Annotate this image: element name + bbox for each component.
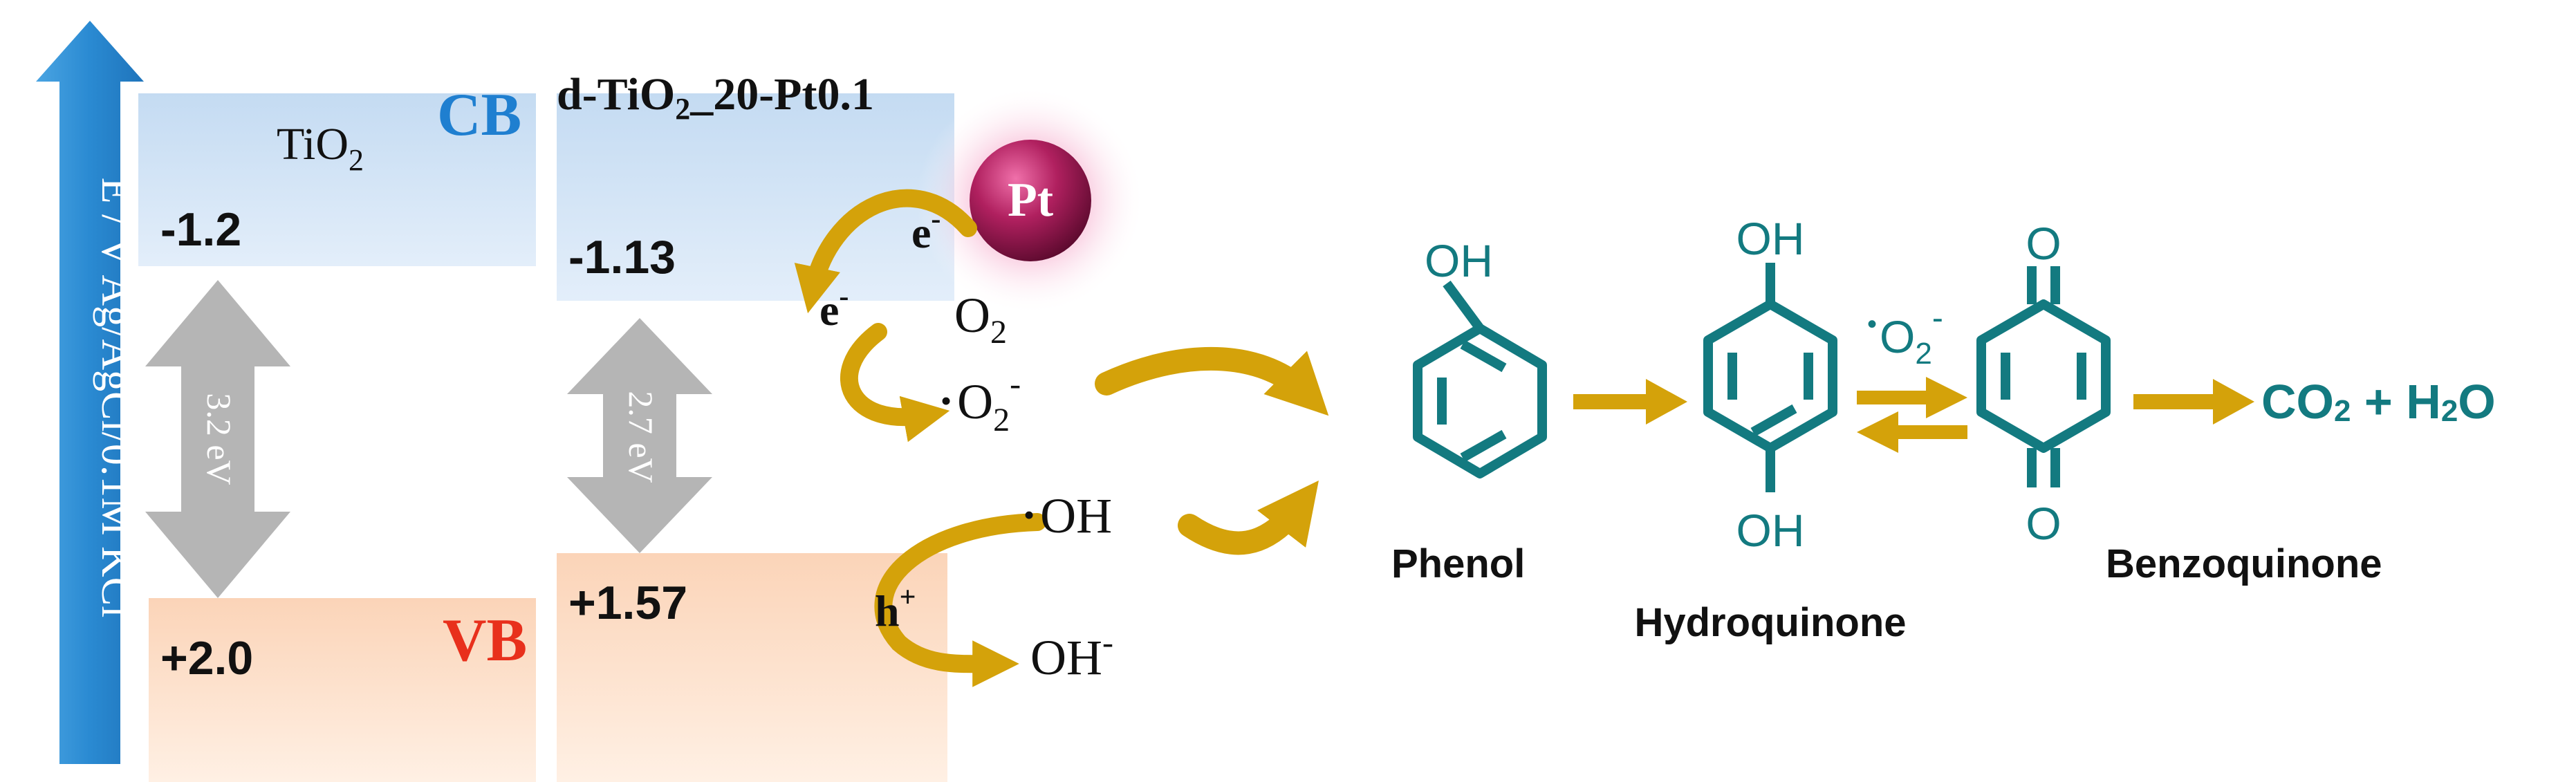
tio2-bandgap-arrow xyxy=(145,280,290,598)
hole-label: h+ xyxy=(875,581,916,635)
equilibrium-forward-arrow xyxy=(1857,377,1967,418)
energy-axis-label: E / V Ag/AgCl/0.1M KCl xyxy=(93,178,140,618)
benzoquinone-name: Benzoquinone xyxy=(2106,541,2382,586)
superoxide-radical-label: •O2- xyxy=(1867,300,1943,371)
tio2-name: TiO2 xyxy=(277,119,364,177)
benzoquinone-o-top: O xyxy=(2026,218,2061,269)
dtio2-vb-value: +1.57 xyxy=(568,577,687,629)
hydroxide-label: OH- xyxy=(1030,624,1113,685)
superoxide-to-phenol-arrow xyxy=(1095,346,1329,416)
oxygen-reduction-arrow xyxy=(840,323,950,443)
hydroquinone-oh-bottom: OH xyxy=(1736,505,1805,556)
oxygen-label: O2 xyxy=(954,288,1007,351)
dtio2-bandgap-arrow xyxy=(567,318,712,553)
pt-particle xyxy=(970,140,1091,261)
tio2-conduction-band xyxy=(138,93,536,266)
hydroxyl-to-phenol-arrow xyxy=(1178,480,1319,555)
superoxide-label: •O2- xyxy=(940,366,1021,438)
phenol-oh: OH xyxy=(1425,235,1493,286)
equilibrium-reverse-arrow xyxy=(1857,411,1967,453)
phenol-structure xyxy=(1413,280,1547,478)
electron-label-2: e- xyxy=(819,281,849,335)
tio2-valence-band xyxy=(149,598,536,782)
cb-label: CB xyxy=(437,82,521,149)
tio2-bandgap-label: 3.2 eV xyxy=(200,393,239,485)
vb-label: VB xyxy=(443,607,527,674)
phenol-to-hydroquinone-arrow xyxy=(1573,379,1687,425)
tio2-cb-value: -1.2 xyxy=(160,203,241,256)
benzoquinone-o-bottom: O xyxy=(2026,498,2061,549)
electron-transfer-arrow xyxy=(794,189,977,314)
hydroquinone-oh-top: OH xyxy=(1736,213,1805,264)
hydroxyl-radical-label: •OH xyxy=(1023,488,1112,543)
benzoquinone-to-products-arrow xyxy=(2133,379,2254,425)
dtio2-bandgap-label: 2.7 eV xyxy=(622,391,660,483)
hydroquinone-structure xyxy=(1703,263,1837,492)
electron-label-1: e- xyxy=(911,203,940,257)
tio2-vb-value: +2.0 xyxy=(160,632,253,685)
pt-label: Pt xyxy=(1008,174,1053,227)
benzoquinone-structure xyxy=(1976,266,2111,487)
hole-oxidation-arrow xyxy=(874,513,1046,687)
hydroquinone-name: Hydroquinone xyxy=(1634,600,1906,645)
products-label: CO2 + H2O xyxy=(2261,375,2496,429)
dtio2-name: d-TiO2_20-Pt0.1 xyxy=(557,69,874,126)
dtio2-cb-value: -1.13 xyxy=(568,231,676,283)
energy-axis-arrow xyxy=(36,21,144,764)
phenol-name: Phenol xyxy=(1391,541,1525,586)
